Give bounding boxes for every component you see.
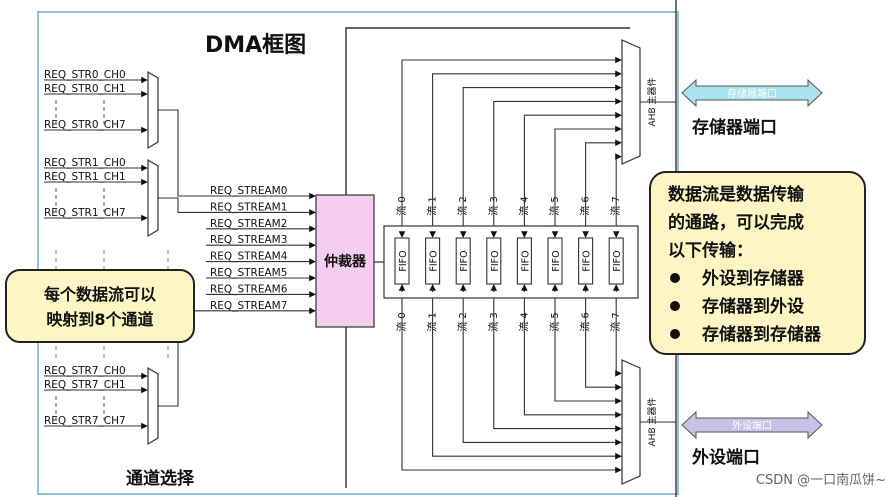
bullet-dot <box>670 301 680 311</box>
channel-request-label: REQ_STR0_CH1 <box>44 83 126 95</box>
flow-line-to-memory <box>585 139 622 226</box>
channel-request-label: REQ_STR1_CH0 <box>44 157 126 169</box>
flow-line-to-memory <box>554 125 622 226</box>
callout-right-line: 的通路，可以完成 <box>668 212 804 233</box>
channel-output-line <box>158 109 206 197</box>
fifo-box <box>578 237 594 285</box>
fifo-label: FIFO <box>490 250 501 271</box>
channel-request-label: REQ_STR7_CH7 <box>44 415 126 427</box>
stream-label: REQ_STREAM1 <box>210 201 287 213</box>
flow-line-to-memory <box>493 98 622 226</box>
channel-groups: REQ_STR0_CH0REQ_STR0_CH1REQ_STR0_CH7REQ_… <box>44 69 206 446</box>
flow-line-to-peripheral <box>432 298 622 460</box>
diagram-title: DMA框图 <box>205 33 306 58</box>
stream-lines: REQ_STREAM0REQ_STREAM1REQ_STREAM2REQ_STR… <box>206 185 316 315</box>
flow-line-to-peripheral <box>523 298 622 419</box>
memory-port-arrow-label: 存储器端口 <box>727 87 777 100</box>
fifo-label: FIFO <box>551 250 562 271</box>
flow-line-to-memory <box>615 153 622 226</box>
bullet-dot <box>670 273 680 283</box>
flow-line-to-peripheral <box>462 298 622 446</box>
channel-mux <box>147 158 159 238</box>
callout-right: 数据流是数据传输 的通路，可以完成 以下传输： 外设到存储器 存储器到外设 存储… <box>649 171 866 355</box>
memory-port-label: 存储器端口 <box>692 117 777 138</box>
peripheral-port-arrow-label: 外设端口 <box>732 419 772 432</box>
watermark: CSDN @一口南瓜饼~ <box>756 472 886 488</box>
peripheral-port-arrow: 外设端口 <box>681 410 823 440</box>
fifo-label: FIFO <box>520 250 531 271</box>
ahb-master-bottom-label: AHB 主器件 <box>646 398 658 447</box>
fifo-box <box>608 237 624 285</box>
flow-line-to-memory <box>432 70 622 226</box>
channel-mux <box>147 70 159 150</box>
fifo-box <box>547 237 563 285</box>
channel-output-line <box>158 197 206 213</box>
flow-line-to-peripheral <box>401 298 622 474</box>
callout-left: 每个数据流可以 映射到8个通道 <box>5 269 195 343</box>
flow-line-to-memory <box>401 56 622 226</box>
callout-left-line: 映射到8个通道 <box>46 310 153 329</box>
callout-left-line: 每个数据流可以 <box>44 285 156 304</box>
callout-right-line: 数据流是数据传输 <box>668 184 805 205</box>
arbiter-label: 仲裁器 <box>324 253 367 270</box>
fifo-box <box>486 237 502 285</box>
ahb-master-top-label: AHB 主器件 <box>646 78 658 127</box>
fifo-label: FIFO <box>582 250 593 271</box>
fifo-label: FIFO <box>398 250 409 271</box>
flow-line-to-peripheral <box>554 298 622 405</box>
ahb-master-bottom: AHB 主器件 <box>621 359 658 485</box>
flow-line-to-memory <box>523 111 622 226</box>
arbiter-box <box>315 194 375 328</box>
stream-label: REQ_STREAM2 <box>210 218 287 230</box>
bullet-dot <box>670 329 680 339</box>
channel-select-label: 通道选择 <box>126 468 195 489</box>
callout-right-bullet: 存储器到外设 <box>702 296 804 317</box>
stream-label: REQ_STREAM0 <box>210 185 287 197</box>
peripheral-port-label: 外设端口 <box>692 447 760 468</box>
ahb-master-top: AHB 主器件 <box>621 39 658 165</box>
channel-request-label: REQ_STR1_CH1 <box>44 171 126 183</box>
callout-right-bullet: 外设到存储器 <box>702 268 805 289</box>
fifo-box <box>516 237 532 285</box>
top-bus-line <box>345 27 630 488</box>
channel-request-label: REQ_STR7_CH0 <box>44 365 126 377</box>
stream-label: REQ_STREAM5 <box>210 267 287 279</box>
flow-line-to-peripheral <box>615 298 622 377</box>
stream-label: REQ_STREAM4 <box>210 251 288 263</box>
stream-label: REQ_STREAM6 <box>210 283 288 295</box>
fifo-box <box>455 237 471 285</box>
channel-request-label: REQ_STR1_CH7 <box>44 207 126 219</box>
fifo-label: FIFO <box>429 250 440 271</box>
channel-mux <box>147 366 159 446</box>
channel-request-label: REQ_STR7_CH1 <box>44 379 126 391</box>
fifo-label: FIFO <box>612 250 623 271</box>
fifo-label: FIFO <box>459 250 470 271</box>
fifo-box <box>394 237 410 285</box>
memory-port-arrow: 存储器端口 <box>681 78 823 108</box>
channel-request-label: REQ_STR0_CH7 <box>44 119 126 131</box>
flow-line-to-peripheral <box>493 298 622 432</box>
callout-right-line: 以下传输： <box>668 240 753 261</box>
fifo-outer-box <box>383 225 639 299</box>
callout-right-bullet: 存储器到存储器 <box>702 324 822 345</box>
flow-line-to-memory <box>462 84 622 226</box>
stream-label: REQ_STREAM3 <box>210 234 287 246</box>
stream-label: REQ_STREAM7 <box>210 300 287 312</box>
fifo-box <box>425 237 441 285</box>
flow-line-to-peripheral <box>585 298 622 391</box>
channel-request-label: REQ_STR0_CH0 <box>44 69 126 81</box>
